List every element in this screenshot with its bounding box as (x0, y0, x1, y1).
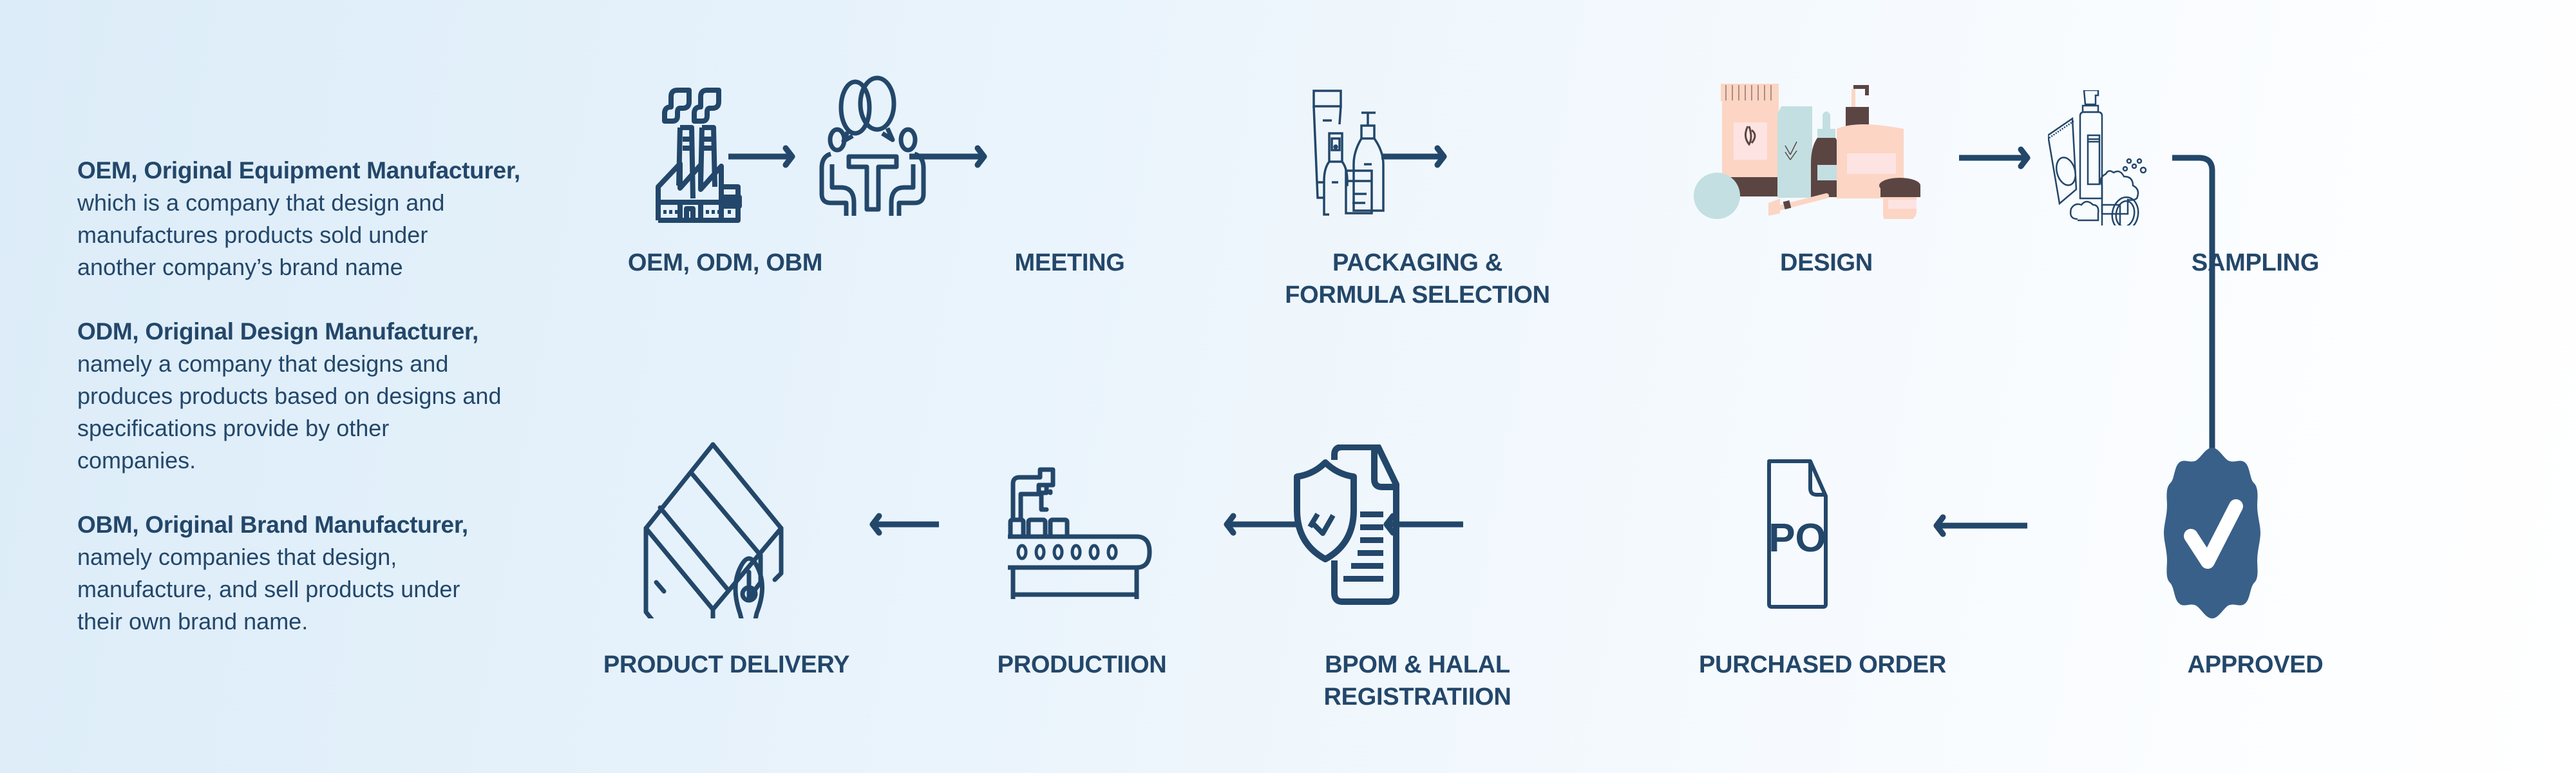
definition-line: namely a company that designs and (77, 350, 449, 377)
purchase-order-document-icon: PO (1767, 459, 1828, 609)
step-label-bpom-line2: REGISTRATIION (1323, 683, 1511, 711)
definition-line: manufacture, and sell products under (77, 576, 460, 602)
arrow-bpom-to-production (1224, 513, 1298, 536)
box-location-icon (643, 442, 784, 618)
step-label-oem: OEM, ODM, OBM (627, 249, 823, 276)
shield-document-icon (1294, 444, 1399, 605)
arrow-oem-to-meeting (728, 145, 795, 168)
definition-line: which is a company that design and (77, 189, 445, 216)
step-label-design: DESIGN (1780, 249, 1873, 276)
definition-title: ODM, Original Design Manufacturer, (77, 318, 479, 345)
definition-line: specifications provide by other (77, 415, 390, 441)
definition-line: produces products based on designs and (77, 383, 502, 409)
step-label-approved: APPROVED (2187, 651, 2324, 678)
step-label-delivery: PRODUCT DELIVERY (603, 651, 850, 678)
definition-obm: OBM, Original Brand Manufacturer, namely… (77, 509, 580, 638)
approved-badge-icon (2164, 448, 2260, 618)
sample-products-icon (2048, 90, 2147, 225)
definition-line: their own brand name. (77, 608, 308, 635)
conveyor-robot-icon (1008, 467, 1152, 599)
factory-icon (656, 88, 742, 223)
po-text: PO (1768, 516, 1826, 560)
arrow-purchased-to-bpom (1383, 513, 1463, 536)
step-label-meeting: MEETING (1014, 249, 1125, 276)
step-label-packaging-line2: FORMULA SELECTION (1285, 282, 1550, 309)
step-label-sampling: SAMPLING (2191, 249, 2320, 276)
definition-odm: ODM, Original Design Manufacturer, namel… (77, 316, 580, 477)
arrow-packaging-to-design (1381, 145, 1447, 168)
arrow-approved-to-purchased (1933, 514, 2027, 537)
definition-oem: OEM, Original Equipment Manufacturer, wh… (77, 155, 580, 283)
meeting-icon (819, 75, 926, 216)
bottles-icon (1312, 90, 1385, 216)
definitions-panel: OEM, Original Equipment Manufacturer, wh… (77, 155, 580, 670)
definition-line: manufactures products sold under (77, 222, 428, 248)
definition-title: OEM, Original Equipment Manufacturer, (77, 157, 520, 184)
cosmetics-illustration-icon (1694, 84, 1920, 219)
definition-line: namely companies that design, (77, 544, 397, 570)
definition-line: another company’s brand name (77, 254, 403, 280)
definition-line: companies. (77, 447, 196, 473)
step-label-production: PRODUCTIION (997, 651, 1167, 678)
arrow-production-to-delivery (869, 513, 939, 536)
arrow-design-to-sampling (1959, 146, 2031, 169)
step-label-packaging-line1: PACKAGING & (1332, 249, 1503, 276)
step-label-bpom-line1: BPOM & HALAL (1325, 651, 1510, 678)
step-label-purchased: PURCHASED ORDER (1699, 651, 1946, 678)
definition-title: OBM, Original Brand Manufacturer, (77, 511, 468, 538)
